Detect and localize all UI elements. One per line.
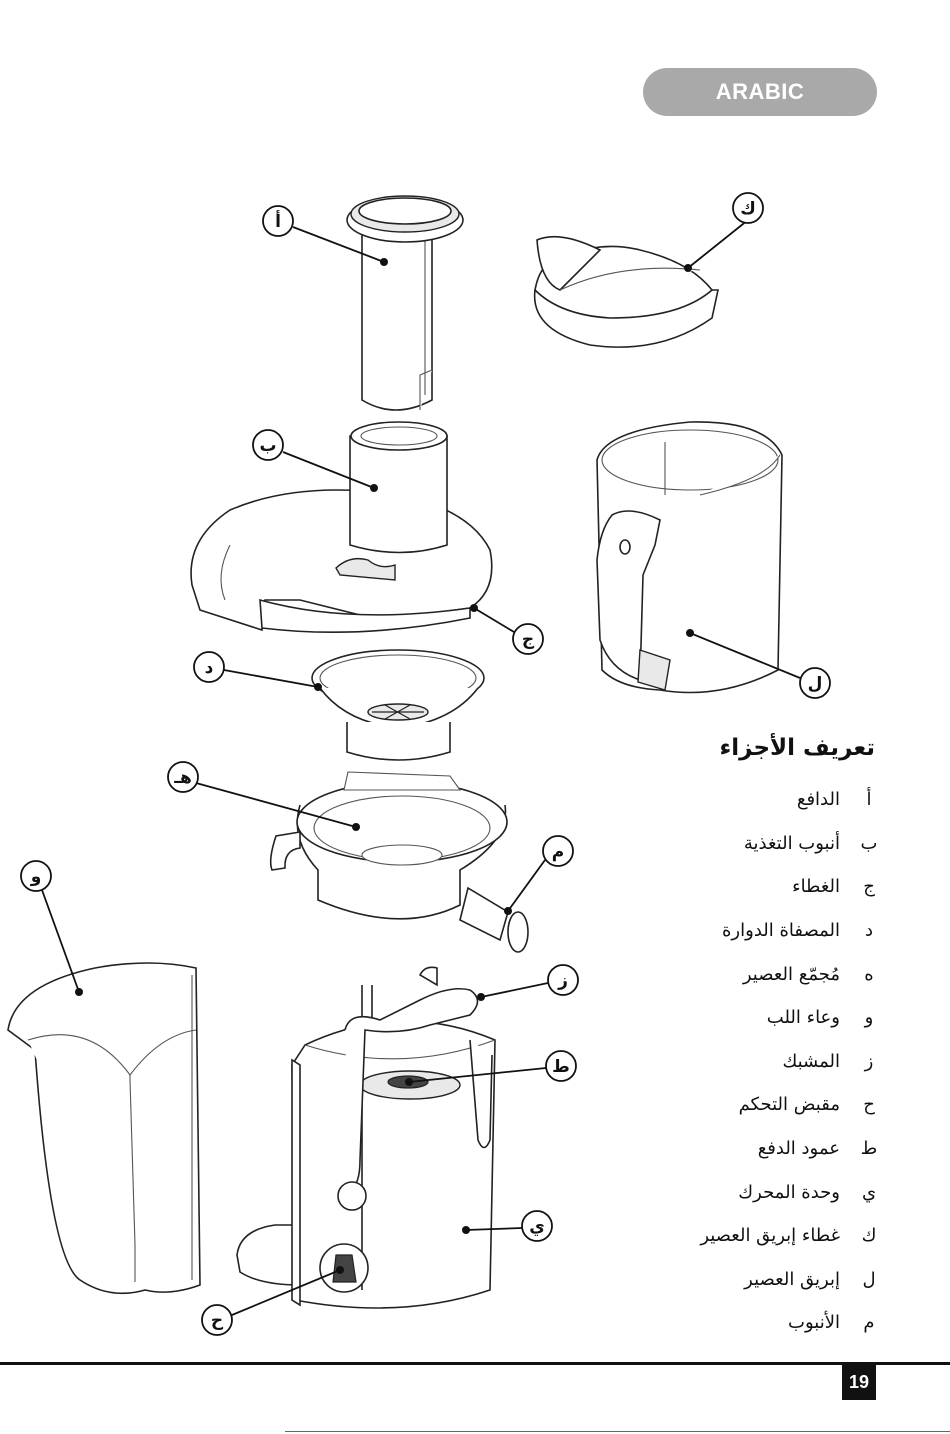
part-letter: ح bbox=[863, 1094, 875, 1116]
part-letter: ي bbox=[861, 1181, 877, 1203]
part-name: الدافع bbox=[796, 789, 840, 811]
list-item: ح مقبض التحكم bbox=[580, 1083, 880, 1127]
callout-w-label: و bbox=[30, 867, 42, 887]
part-letter: ز bbox=[864, 1050, 874, 1072]
part-name: أنبوب التغذية bbox=[743, 832, 840, 854]
list-item: ي وحدة المحرك bbox=[580, 1170, 880, 1214]
part-letter: ك bbox=[861, 1225, 877, 1247]
callout-z-label: ز bbox=[557, 971, 568, 991]
part-letter: ج bbox=[863, 876, 875, 898]
part-letter: و bbox=[864, 1007, 874, 1029]
callout-b: ب bbox=[252, 429, 284, 461]
part-name: المشبك bbox=[782, 1050, 840, 1072]
part-letter: د bbox=[864, 920, 873, 942]
callout-h: هـ bbox=[167, 761, 199, 793]
callout-d: د bbox=[193, 651, 225, 683]
list-item: ل إبريق العصير bbox=[580, 1258, 880, 1302]
part-name: الغطاء bbox=[792, 876, 840, 898]
callout-m: م bbox=[542, 835, 574, 867]
footer-rule bbox=[0, 1362, 950, 1365]
pulp-container-drawing bbox=[7, 962, 201, 1295]
part-letter: ل bbox=[862, 1268, 876, 1290]
leader-lines bbox=[41, 219, 801, 1316]
part-letter: م bbox=[863, 1312, 875, 1334]
list-item: و وعاء اللب bbox=[580, 996, 880, 1040]
callout-a: أ bbox=[262, 205, 294, 237]
callout-b-label: ب bbox=[259, 436, 276, 456]
callout-w: و bbox=[20, 860, 52, 892]
callout-k: ك bbox=[732, 192, 764, 224]
list-item: ه مُجمّع العصير bbox=[580, 952, 880, 996]
callout-y: ي bbox=[521, 1210, 553, 1242]
part-letter: ه bbox=[864, 963, 874, 985]
callout-k-label: ك bbox=[740, 199, 756, 219]
callout-j: ج bbox=[512, 623, 544, 655]
part-name: وحدة المحرك bbox=[738, 1181, 840, 1203]
list-item: ز المشبك bbox=[580, 1040, 880, 1084]
part-name: مقبض التحكم bbox=[738, 1094, 840, 1116]
callout-t: ط bbox=[545, 1050, 577, 1082]
list-item: أ الدافع bbox=[580, 778, 880, 822]
filter-basket-drawing bbox=[311, 649, 485, 761]
callout-h-label: هـ bbox=[173, 768, 192, 788]
part-name: الأنبوب bbox=[788, 1312, 840, 1334]
callout-a-label: أ bbox=[275, 210, 281, 232]
list-item: ك غطاء إبريق العصير bbox=[580, 1214, 880, 1258]
callout-kh-label: ح bbox=[211, 1311, 224, 1331]
callout-j-label: ج bbox=[522, 630, 535, 650]
jug-lid-drawing bbox=[533, 235, 719, 348]
page-bottom-line bbox=[285, 1431, 950, 1432]
part-name: عمود الدفع bbox=[757, 1138, 840, 1160]
list-item: ج الغطاء bbox=[580, 865, 880, 909]
pusher-drawing bbox=[346, 195, 464, 411]
list-item: م الأنبوب bbox=[580, 1301, 880, 1345]
callout-l-label: ل bbox=[808, 674, 823, 694]
list-item: ب أنبوب التغذية bbox=[580, 822, 880, 866]
list-item: د المصفاة الدوارة bbox=[580, 909, 880, 953]
part-letter: ب bbox=[860, 832, 878, 854]
part-name: المصفاة الدوارة bbox=[722, 920, 840, 942]
callout-m-label: م bbox=[552, 842, 564, 862]
callout-y-label: ي bbox=[529, 1217, 545, 1237]
part-name: إبريق العصير bbox=[744, 1268, 840, 1290]
cover-feed-tube-drawing bbox=[190, 421, 493, 634]
part-letter: أ bbox=[866, 789, 872, 811]
part-name: غطاء إبريق العصير bbox=[700, 1225, 840, 1247]
callout-t-label: ط bbox=[552, 1057, 570, 1077]
parts-list-title: تعريف الأجزاء bbox=[719, 735, 876, 761]
callout-l: ل bbox=[799, 667, 831, 699]
juice-collector-drawing bbox=[269, 771, 529, 953]
part-letter: ط bbox=[860, 1138, 878, 1160]
callout-kh: ح bbox=[201, 1304, 233, 1336]
callout-d-label: د bbox=[205, 658, 214, 678]
callout-z: ز bbox=[547, 964, 579, 996]
language-badge: ARABIC bbox=[643, 68, 877, 116]
parts-list: أ الدافع ب أنبوب التغذية ج الغطاء د المصفاة … bbox=[580, 778, 880, 1345]
part-name: وعاء اللب bbox=[766, 1007, 840, 1029]
juice-jug-drawing bbox=[596, 421, 783, 694]
motor-base-drawing bbox=[236, 966, 496, 1309]
page-number: 19 bbox=[842, 1364, 876, 1400]
list-item: ط عمود الدفع bbox=[580, 1127, 880, 1171]
part-name: مُجمّع العصير bbox=[742, 963, 840, 985]
